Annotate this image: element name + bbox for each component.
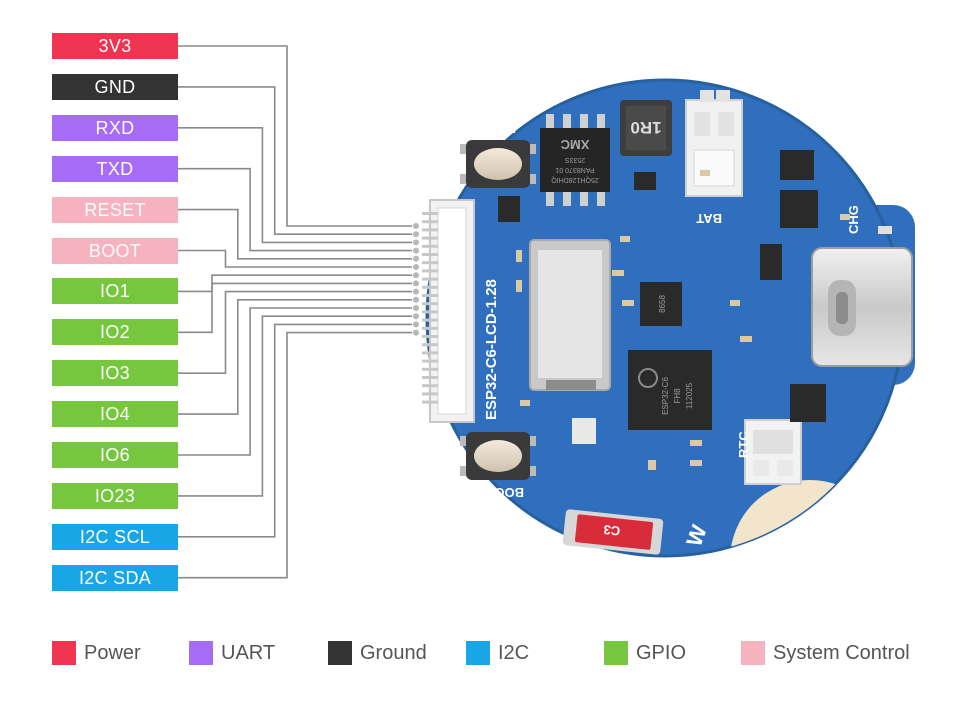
connection-line — [178, 282, 412, 334]
rst-button — [460, 140, 536, 188]
legend-label: I2C — [498, 641, 530, 664]
svg-text:PAN8370 01: PAN8370 01 — [555, 166, 594, 173]
legend-label: Power — [84, 641, 141, 664]
connection-line — [178, 315, 412, 497]
legend-swatch — [189, 641, 213, 665]
pin-label-io1: IO1 — [52, 278, 178, 305]
fpc-pad — [413, 313, 419, 320]
connection-line — [178, 290, 412, 375]
rtc-connector — [744, 419, 802, 485]
board-name-silkscreen: ESP32-C6-LCD-1.28 — [483, 279, 500, 420]
c3-capacitor: C3 — [562, 509, 664, 555]
fpc-pad — [413, 272, 419, 279]
fpc-pad — [413, 280, 419, 287]
connection-line — [178, 127, 412, 244]
pin-label-io23: IO23 — [52, 482, 178, 509]
pin-label-io6: IO6 — [52, 442, 178, 468]
connection-line — [178, 323, 412, 538]
legend-swatch — [466, 641, 490, 665]
legend-swatch — [52, 641, 76, 665]
rst-label: RST — [490, 121, 516, 136]
fpc-pad — [413, 321, 419, 328]
svg-text:112025: 112025 — [685, 382, 694, 409]
fpc-pad — [413, 329, 419, 336]
svg-text:C3: C3 — [603, 522, 621, 539]
svg-text:1R0: 1R0 — [630, 118, 661, 137]
connection-line — [178, 331, 412, 579]
pin-label-rxd: RXD — [52, 114, 178, 141]
legend-label: GPIO — [636, 641, 687, 664]
boot-label: BOOT — [486, 485, 524, 500]
bat-label: BAT — [696, 211, 722, 226]
connection-line — [178, 86, 412, 235]
pin-label-io3: IO3 — [52, 360, 178, 387]
fpc-pad — [413, 247, 419, 254]
fpc-pad — [413, 231, 419, 238]
fpc-pad — [413, 305, 419, 311]
legend-item-uart: UART — [189, 640, 275, 666]
fpc-pad — [413, 288, 419, 295]
pin-label-io4: IO4 — [52, 401, 178, 428]
pin-label-reset: RESET — [52, 196, 178, 223]
svg-text:25QH128DHIQ: 25QH128DHIQ — [551, 176, 599, 183]
fpc-connector — [422, 199, 475, 423]
pin-label-i2c-scl: I2C SCL — [52, 523, 178, 550]
connection-line — [178, 298, 412, 415]
connection-line — [178, 167, 412, 252]
legend-swatch — [328, 641, 352, 665]
legend-item-ground: Ground — [328, 640, 427, 666]
connection-line — [178, 45, 412, 227]
svg-text:2533S: 2533S — [565, 156, 586, 163]
svg-text:8658: 8658 — [658, 295, 667, 313]
usb-c-connector — [811, 247, 913, 367]
pin-label-txd: TXD — [52, 155, 178, 182]
pin-label-3v3: 3V3 — [52, 33, 178, 59]
connection-line — [178, 249, 412, 268]
fpc-pad — [413, 296, 419, 303]
svg-text:FH8: FH8 — [673, 388, 682, 404]
legend-item-power: Power — [52, 640, 141, 666]
imu-chip: 8658 — [640, 282, 682, 326]
legend-item-i2c: I2C — [466, 640, 529, 666]
flash-chip: 25QH128DHIQ PAN8370 01 2533S XMC — [540, 114, 610, 206]
inductor: 1R0 — [620, 100, 672, 156]
connection-line — [178, 208, 412, 260]
chg-label: CHG — [846, 205, 861, 234]
sd-card-slot — [529, 239, 611, 391]
small-components — [498, 150, 892, 470]
pin-label-io2: IO2 — [52, 319, 178, 346]
svg-text:XMC: XMC — [560, 137, 590, 152]
fpc-pad — [413, 223, 419, 229]
pin-label-gnd: GND — [52, 73, 178, 100]
legend-item-system-control: System Control — [741, 640, 910, 666]
legend-label: UART — [221, 641, 276, 664]
esp32-c6-chip: ESP32-C6 FH8 112025 — [628, 350, 712, 430]
legend-item-gpio: GPIO — [604, 640, 686, 666]
legend-label: Ground — [360, 641, 427, 664]
legend-label: System Control — [773, 641, 910, 664]
pin-label-i2c-sda: I2C SDA — [52, 564, 178, 591]
svg-text:ESP32-C6: ESP32-C6 — [661, 377, 670, 415]
legend-swatch — [741, 641, 765, 665]
rtc-label: RTC — [736, 431, 751, 458]
connection-line — [178, 307, 412, 456]
board-cutout — [730, 480, 890, 556]
fpc-pad — [413, 255, 419, 262]
battery-connector — [685, 90, 743, 197]
fpc-pad — [413, 264, 419, 270]
legend-swatch — [604, 641, 628, 665]
boot-button — [460, 432, 536, 480]
pin-label-boot: BOOT — [52, 237, 178, 264]
fpc-pad — [413, 239, 419, 246]
